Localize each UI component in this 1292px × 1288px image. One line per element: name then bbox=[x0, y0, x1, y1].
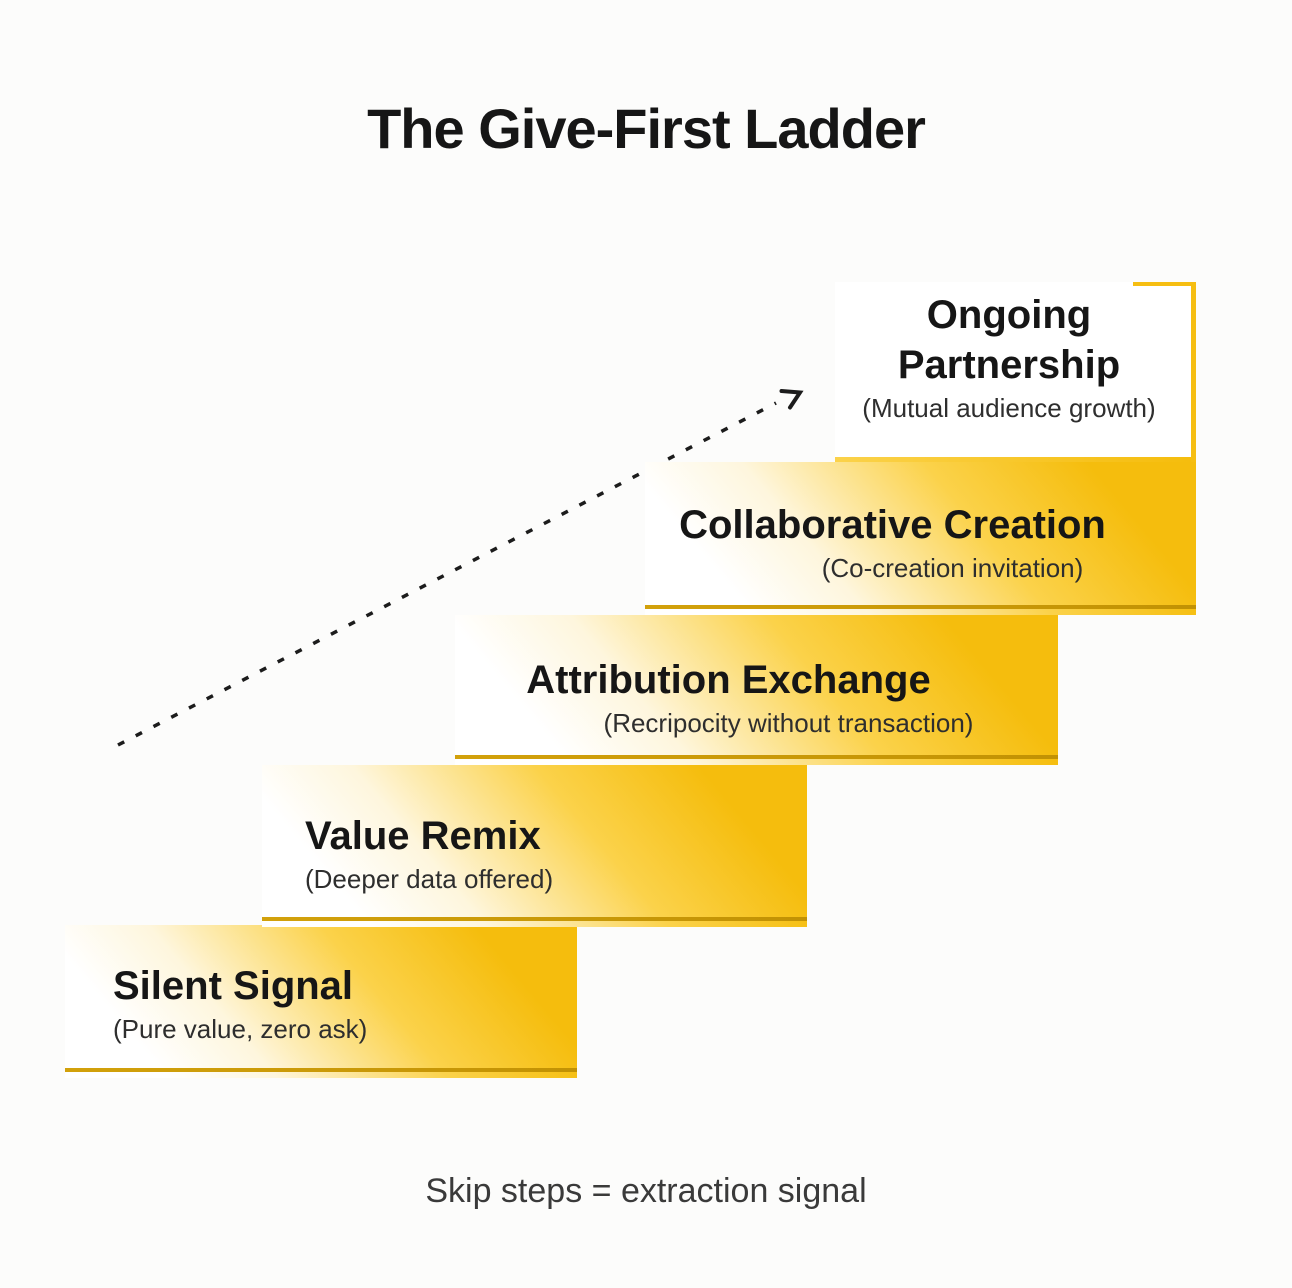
footer-caption: Skip steps = extraction signal bbox=[425, 1172, 867, 1210]
step-subtitle: (Co-creation invitation) bbox=[821, 553, 1084, 583]
step-underline bbox=[65, 1068, 577, 1072]
step-title: Collaborative Creation bbox=[679, 503, 1106, 547]
ladder-step-silent-signal: Silent Signal (Pure value, zero ask) bbox=[65, 925, 577, 1078]
step-underline bbox=[835, 457, 1191, 462]
step-title: Silent Signal bbox=[113, 964, 354, 1008]
step-title: Ongoing Partnership bbox=[897, 293, 1121, 387]
step-subtitle: (Mutual audience growth) bbox=[862, 393, 1156, 423]
ladder-step-attribution-exchange: Attribution Exchange (Recripocity withou… bbox=[455, 615, 1058, 765]
diagram-title: The Give-First Ladder bbox=[367, 97, 926, 160]
step-underline bbox=[645, 605, 1196, 609]
ladder-step-ongoing-partnership: Ongoing Partnership (Mutual audience gro… bbox=[835, 282, 1196, 462]
step-subtitle: (Recripocity without transaction) bbox=[603, 708, 974, 738]
step-underline bbox=[455, 755, 1058, 759]
step-subtitle: (Deeper data offered) bbox=[305, 864, 554, 894]
arrow-dashed-line bbox=[117, 401, 777, 747]
step-title: Attribution Exchange bbox=[526, 658, 931, 702]
step-subtitle: (Pure value, zero ask) bbox=[113, 1014, 368, 1044]
step-underline bbox=[262, 917, 807, 921]
ladder-step-value-remix: Value Remix (Deeper data offered) bbox=[262, 765, 807, 927]
ladder-step-collaborative-creation: Collaborative Creation (Co-creation invi… bbox=[645, 462, 1196, 615]
arrow-head-icon bbox=[779, 389, 804, 410]
step-title: Value Remix bbox=[305, 814, 541, 858]
